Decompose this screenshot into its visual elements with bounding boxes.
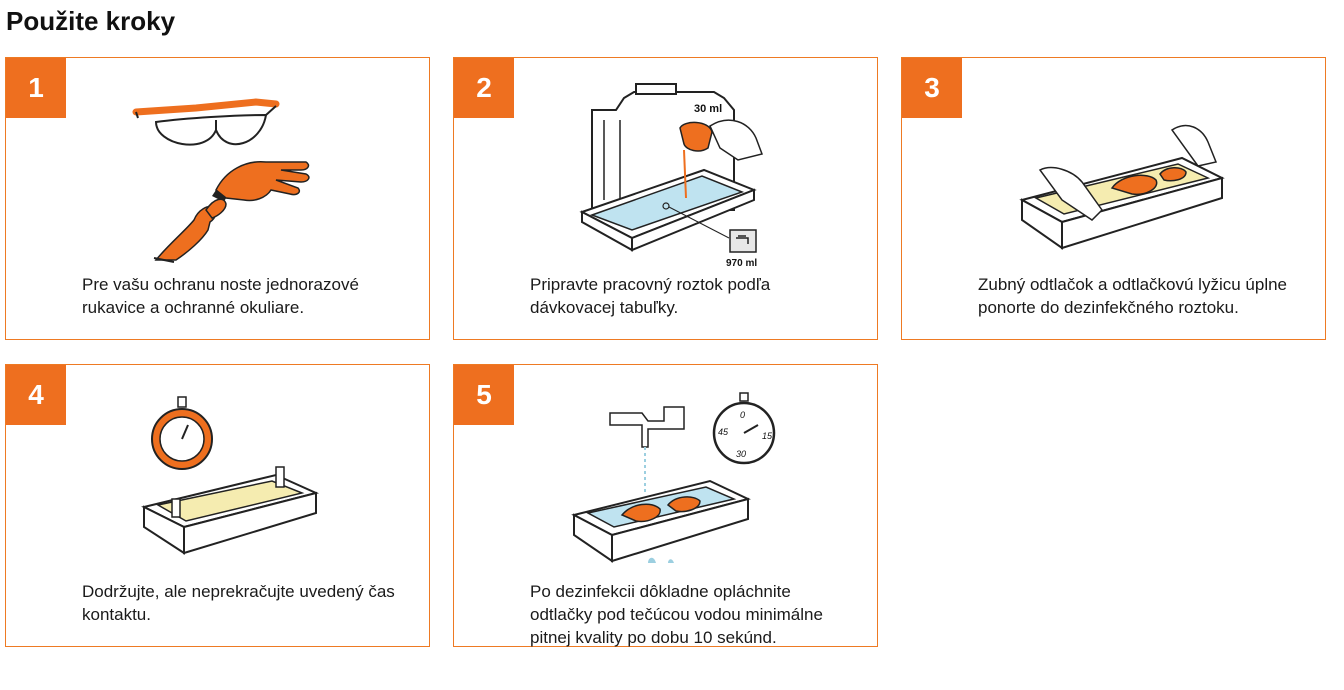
step-card-4: 4 Dodržujte, ale neprekračujte uvedený č… bbox=[5, 364, 430, 647]
rinsing-illustration: 0 15 30 45 bbox=[571, 392, 776, 563]
step-text-line: rukavice a ochranné okuliare. bbox=[82, 298, 305, 317]
step-text: Dodržujte, ale neprekračujte uvedený čas… bbox=[82, 580, 412, 626]
gloves-and-glasses-illustration bbox=[132, 98, 310, 263]
timer-mark: 45 bbox=[718, 427, 729, 437]
step-text-line: Pripravte pracovný roztok podľa bbox=[530, 275, 771, 294]
step-text: Po dezinfekcii dôkladne opláchnite odtla… bbox=[530, 580, 860, 649]
solution-preparation-illustration: 30 ml 970 ml bbox=[579, 83, 763, 268]
step-text: Zubný odtlačok a odtlačkovú lyžicu úplne… bbox=[978, 273, 1308, 319]
step-number-badge: 1 bbox=[6, 58, 66, 118]
step-text-line: odtlačky pod tečúcou vodou minimálne bbox=[530, 605, 823, 624]
tray-icon bbox=[571, 479, 751, 563]
contact-time-illustration bbox=[141, 396, 320, 555]
concentrate-volume-label: 30 ml bbox=[694, 103, 722, 115]
timer-mark: 0 bbox=[740, 410, 745, 420]
safety-glasses-icon bbox=[132, 98, 280, 146]
step-text-line: dávkovacej tabuľky. bbox=[530, 298, 679, 317]
step-number-badge: 2 bbox=[454, 58, 514, 118]
step-text-line: Po dezinfekcii dôkladne opláchnite bbox=[530, 582, 791, 601]
page-title: Použite kroky bbox=[6, 6, 176, 36]
stopwatch-icon: 0 15 30 45 bbox=[712, 392, 776, 465]
step-text-line: Dodržujte, ale neprekračujte uvedený čas bbox=[82, 582, 395, 601]
measuring-cup-icon bbox=[679, 119, 763, 161]
step-number-badge: 3 bbox=[902, 58, 962, 118]
immersion-illustration bbox=[1019, 124, 1225, 250]
timer-mark: 30 bbox=[736, 449, 746, 459]
step-card-1: 1 Pre vašu ochranu noste jednorazové ruk… bbox=[5, 57, 430, 340]
step-text: Pripravte pracovný roztok podľa dávkovac… bbox=[530, 273, 860, 319]
step-card-5: 5 0 15 30 45 Po dezinfekcii dôkladne opl… bbox=[453, 364, 878, 647]
step-text-line: Pre vašu ochranu noste jednorazové bbox=[82, 275, 359, 294]
impression-tray-icon bbox=[1110, 167, 1187, 196]
step-card-2: 2 30 ml 970 ml Pripravte pracovný roztok… bbox=[453, 57, 878, 340]
faucet-icon bbox=[729, 229, 757, 253]
gloved-hands-icon bbox=[153, 161, 310, 263]
tray-icon bbox=[579, 168, 757, 252]
step-card-3: 3 Zubný odtlačok a odtlačkovú lyžicu úpl… bbox=[901, 57, 1326, 340]
step-text: Pre vašu ochranu noste jednorazové rukav… bbox=[82, 273, 412, 319]
stopwatch-icon bbox=[151, 396, 213, 470]
faucet-icon bbox=[609, 406, 685, 448]
timer-mark: 15 bbox=[762, 431, 773, 441]
step-number-badge: 5 bbox=[454, 365, 514, 425]
step-text-line: Zubný odtlačok a odtlačkovú lyžicu úplne bbox=[978, 275, 1288, 294]
step-number-badge: 4 bbox=[6, 365, 66, 425]
water-volume-label: 970 ml bbox=[726, 258, 757, 268]
step-text-line: ponorte do dezinfekčného roztoku. bbox=[978, 298, 1239, 317]
impression-tray-icon bbox=[620, 496, 701, 523]
step-text-line: kontaktu. bbox=[82, 605, 151, 624]
step-text-line: pitnej kvality po dobu 10 sekúnd. bbox=[530, 628, 777, 647]
tray-icon bbox=[141, 466, 320, 555]
